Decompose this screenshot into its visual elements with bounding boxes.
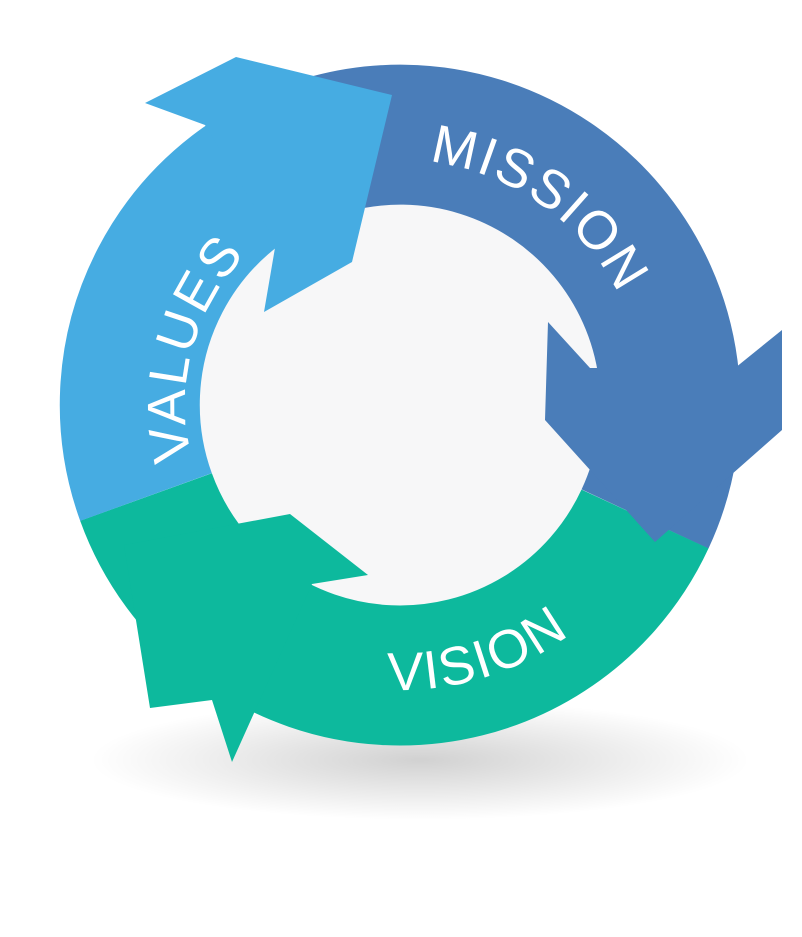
vision-arrowhead: [124, 514, 368, 762]
values-arrowhead: [145, 57, 392, 312]
center-circle: [195, 200, 605, 610]
mission-arrowhead: [545, 322, 782, 542]
drop-shadow: [90, 700, 750, 820]
